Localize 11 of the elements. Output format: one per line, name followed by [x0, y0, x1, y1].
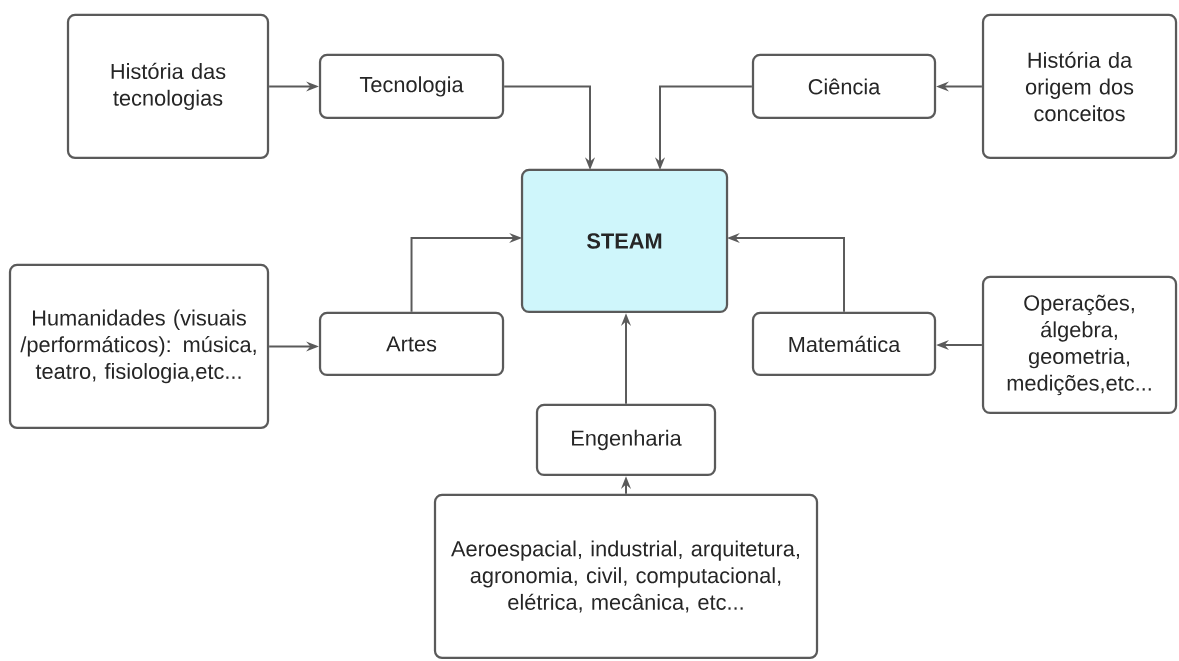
- source-box: Aeroespacial, industrial, arquitetura, agronomia, civil, computacional, elétrica, mecânica, etc...: [433, 493, 819, 660]
- source-box: Operações, álgebra, geometria, medições,etc...: [981, 275, 1178, 415]
- discipline-box: Tecnologia: [318, 53, 505, 120]
- source-box: História das tecnologias: [66, 13, 270, 160]
- discipline-box: Matemática: [751, 311, 937, 377]
- source-box: Humanidades (visuais /performáticos): música, teatro, fisiologia,etc...: [8, 263, 270, 430]
- source-box: História da origem dos conceitos: [981, 13, 1178, 160]
- discipline-box: Ciência: [751, 53, 937, 120]
- discipline-box: Artes: [318, 311, 505, 377]
- central-box: STEAM: [520, 168, 729, 314]
- discipline-box: Engenharia: [535, 403, 717, 477]
